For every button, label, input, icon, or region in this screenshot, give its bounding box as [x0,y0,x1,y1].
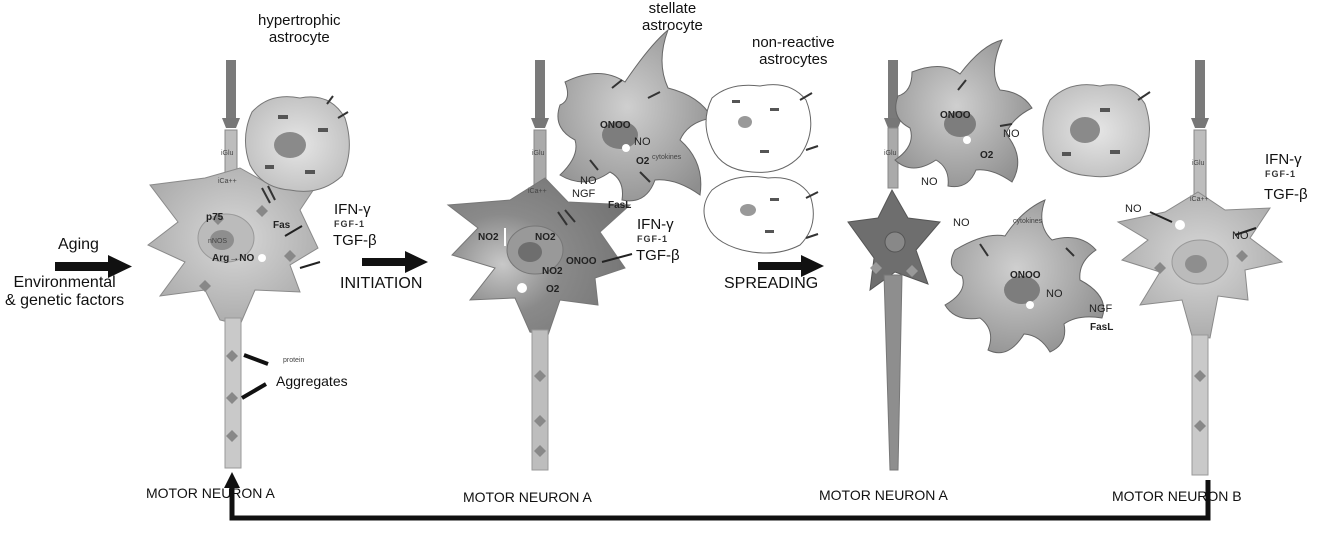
stellate-word: stellate [642,0,703,17]
iglu-label-1: iGlu [221,150,233,157]
arrow-initiation [362,251,428,273]
no-label-3a: NO [1003,128,1020,140]
ifn-gamma-4: IFN-γ [1265,151,1302,168]
fgf1-4: FGF-1 [1265,169,1296,179]
ngf-label-3: NGF [1089,303,1112,315]
fgf1-1: FGF-1 [334,219,365,229]
motor-neuron-a-label-1: MOTOR NEURON A [146,485,275,501]
ica-label-1: iCa++ [218,178,237,185]
environmental-genetic-label: Environmental & genetic factors [5,274,124,310]
o2-label-3a: O2 [980,150,993,161]
motor-neuron-b-label: MOTOR NEURON B [1112,488,1242,504]
spreading-label: SPREADING [724,275,818,293]
fas-label: Fas [273,220,290,231]
hypertrophic-word: hypertrophic [258,12,341,29]
cytokines-label-2: cytokines [652,154,681,161]
genetic-factors-word: & genetic factors [5,292,124,310]
non-reactive-astrocytes-label: non-reactive astrocytes [752,34,835,68]
fasl-label-2: FasL [608,200,631,211]
feedback-loop-arrow [224,472,1208,518]
environmental-word: Environmental [5,274,124,292]
hypertrophic-astrocyte-3 [1043,85,1150,177]
cytokines-label-3: cytokines [1013,218,1042,225]
no2-label-2b: NO2 [535,232,556,243]
no-label-4a: NO [1125,203,1142,215]
nnos-label: nNOS [208,238,227,245]
protein-label: protein [283,357,304,364]
arg-no-label: Arg→NO [212,253,254,264]
no2-label-2a: NO2 [478,232,499,243]
onoo-label-2: ONOO [566,256,597,267]
non-reactive-astrocyte-upper [706,85,818,173]
non-reactive-word: non-reactive [752,34,835,51]
astrocyte-word: astrocyte [258,29,341,46]
p75-label: p75 [206,212,223,223]
no2-label-2c: NO2 [542,266,563,277]
fasl-label-3: FasL [1090,322,1113,333]
no-label-3b: NO [921,176,938,188]
hypertrophic-astrocyte-label-1: hypertrophic astrocyte [258,12,341,46]
stellate-astrocyte-label: stellate astrocyte [642,0,703,34]
no-label-4b: NO [1232,230,1249,242]
o2-label-2: O2 [546,284,559,295]
o2-label-2b: O2 [636,156,649,167]
no-label-3c: NO [953,217,970,229]
arrow-spreading [758,255,824,277]
fgf1-2: FGF-1 [637,234,668,244]
ica-label-2: iCa++ [528,188,547,195]
motor-neuron-a-label-2: MOTOR NEURON A [463,489,592,505]
motor-neuron-a-label-3: MOTOR NEURON A [819,487,948,503]
astrocyte-word: astrocyte [642,17,703,34]
iglu-label-2: iGlu [532,150,544,157]
astrocytes-word: astrocytes [752,51,835,68]
onoo-label-2b: ONOO [600,120,631,131]
aggregates-label: Aggregates [276,373,348,389]
tgf-beta-4: TGF-β [1264,186,1308,203]
non-reactive-astrocyte-lower [704,177,818,254]
onoo-label-3a: ONOO [940,110,971,121]
no-label-3d: NO [1046,288,1063,300]
ngf-label-2: NGF [572,188,595,200]
tgf-beta-1: TGF-β [333,232,377,249]
iglu-label-4: iGlu [1192,160,1204,167]
onoo-label-3b: ONOO [1010,270,1041,281]
ifn-gamma-2: IFN-γ [637,216,674,233]
hypertrophic-astrocyte-1 [245,96,349,191]
ifn-gamma-1: IFN-γ [334,201,371,218]
tgf-beta-2: TGF-β [636,247,680,264]
ica-label-4: iCa++ [1190,196,1209,203]
no-label-2a: NO [580,175,597,187]
iglu-label-3: iGlu [884,150,896,157]
aging-label: Aging [58,236,99,254]
initiation-label: INITIATION [340,275,422,293]
no-label-2b: NO [634,136,651,148]
